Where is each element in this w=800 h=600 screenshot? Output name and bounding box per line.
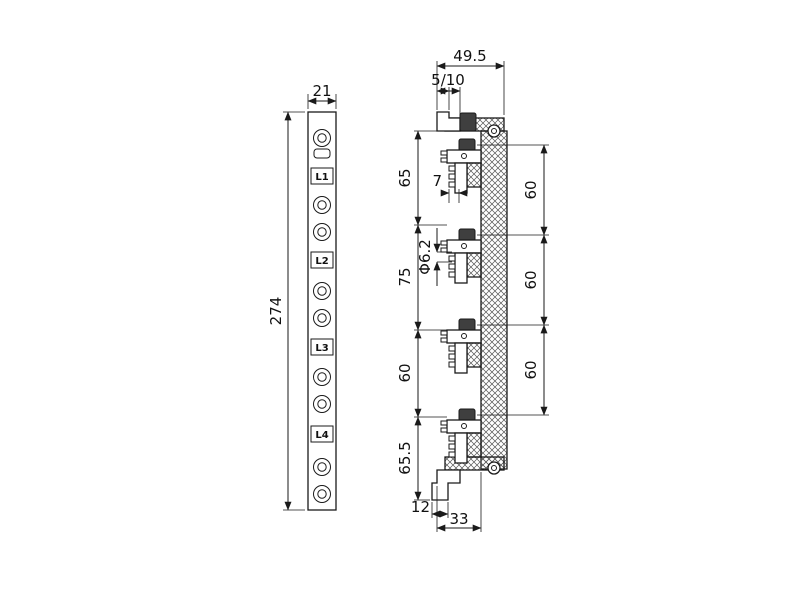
- dim-label-overall-width: 49.5: [453, 47, 486, 65]
- terminal-hole-inner: [317, 200, 327, 210]
- phase-label-box: [310, 338, 334, 356]
- terminal-hole-inner: [317, 227, 327, 237]
- dim-label-seg4: 65.5: [396, 441, 414, 474]
- terminal-hole-inner: [317, 462, 327, 472]
- phase-label: L4: [315, 430, 328, 441]
- insulator-spine: [480, 130, 508, 470]
- dimensions: 21 274 49.5 5/10: [267, 47, 549, 532]
- dim-top-steps: 5/10: [431, 71, 465, 116]
- phase-label-box: [310, 425, 334, 443]
- terminal-hole-inner: [317, 489, 327, 499]
- fixing-screw-center: [491, 465, 497, 471]
- phase-label: L2: [315, 256, 328, 267]
- dim-label-height: 274: [267, 297, 285, 326]
- phase-label-box: [310, 251, 334, 269]
- dim-hole-diameter: Φ6.2: [416, 228, 452, 286]
- dim-label-seg2: 75: [396, 267, 414, 286]
- dim-foot-width: 12: [411, 498, 449, 518]
- clamp-bolt: [459, 112, 477, 132]
- dim-label-seg1: 65: [396, 168, 414, 187]
- front-view: L1 L2 L3 L4: [307, 111, 337, 511]
- dim-tab-width: 7: [432, 172, 468, 203]
- dim-pole-pitch: 60 60 60: [477, 144, 549, 416]
- pole-unit-2: [440, 228, 482, 284]
- terminal-hole-inner: [317, 372, 327, 382]
- mounting-slot: [313, 148, 331, 159]
- dim-label-pitch: 60: [522, 180, 540, 199]
- dim-base-width: 33: [436, 472, 482, 532]
- pole-unit-1: [440, 138, 482, 194]
- dim-label-top-steps: 5/10: [431, 71, 465, 89]
- terminal-hole-inner: [317, 399, 327, 409]
- fixing-screw-center: [491, 128, 497, 134]
- pole-unit-3: [440, 318, 482, 374]
- dim-overall-width: 49.5: [436, 47, 505, 115]
- dim-label-width: 21: [312, 82, 331, 100]
- phase-label: L3: [315, 343, 328, 354]
- dim-label-tab: 7: [432, 172, 442, 190]
- terminal-hole-inner: [317, 313, 327, 323]
- bottom-foot-profile: [431, 469, 461, 501]
- dim-front-height: 274: [267, 111, 305, 511]
- dim-label-pitch: 60: [522, 270, 540, 289]
- phase-markers: L1 L2 L3 L4: [310, 167, 334, 443]
- dim-label-seg3: 60: [396, 363, 414, 382]
- terminal-hole-inner: [317, 286, 327, 296]
- dim-label-hole: Φ6.2: [416, 239, 434, 275]
- phase-label: L1: [315, 172, 328, 183]
- dim-label-pitch: 60: [522, 360, 540, 379]
- dim-front-width: 21: [307, 82, 337, 109]
- phase-label-box: [310, 167, 334, 185]
- dim-label-base: 33: [449, 510, 468, 528]
- dim-left-chain: 65 75 60 65.5: [396, 130, 447, 501]
- top-step-profile: [436, 111, 461, 132]
- side-view: [431, 111, 508, 501]
- dim-label-foot: 12: [411, 498, 430, 516]
- terminal-holes: [313, 129, 331, 503]
- terminal-hole-inner: [317, 133, 327, 143]
